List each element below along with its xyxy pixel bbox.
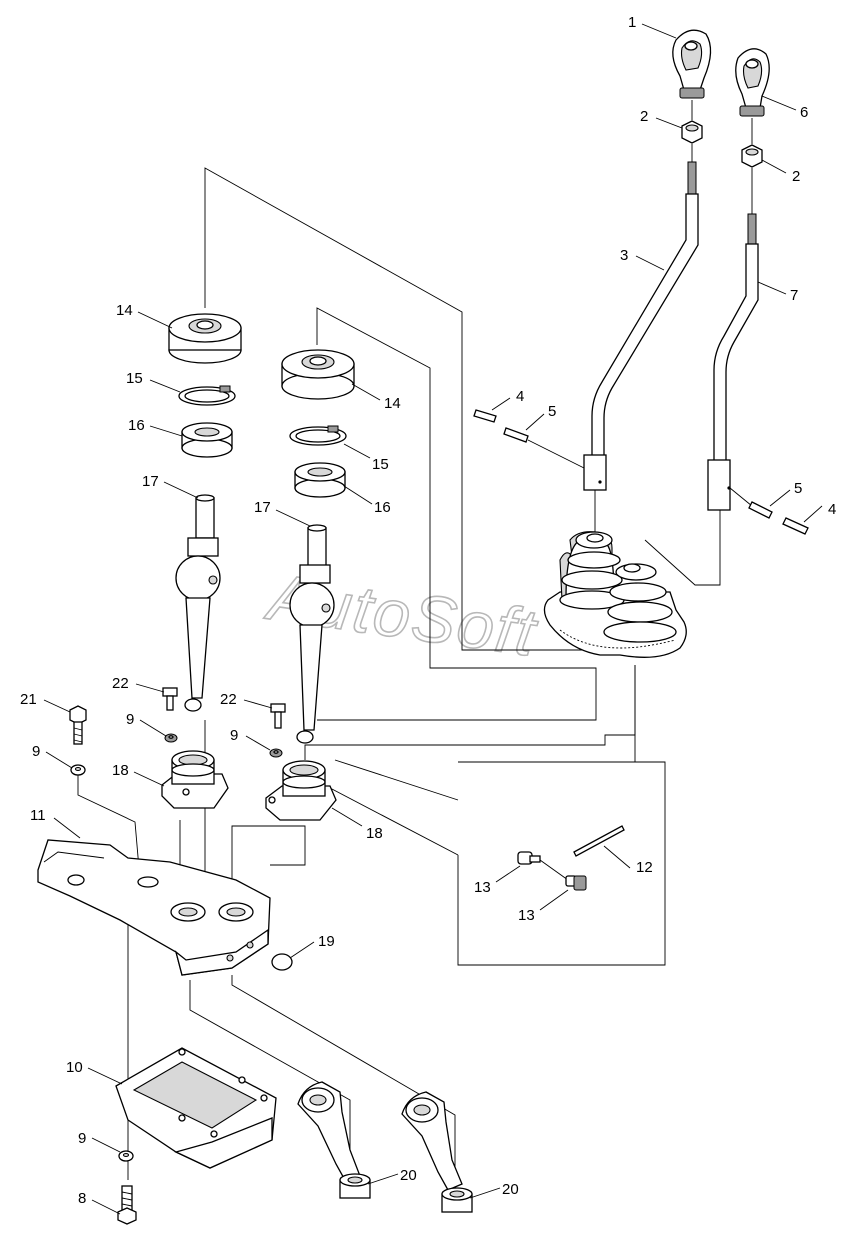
part-2-nut-right	[741, 144, 763, 168]
callout-labels: 1 2 2 3 4 4 5 5 6 7 8 9 9 9 9 10 11 12 1…	[20, 14, 836, 1207]
leader-lines	[43, 23, 823, 1215]
part-11-housing	[37, 839, 271, 976]
callout-18: 18	[112, 762, 129, 779]
callout-20: 20	[400, 1167, 417, 1184]
part-9-washer-d	[118, 1150, 134, 1162]
callout-15: 15	[126, 370, 143, 387]
callout-4: 4	[828, 501, 836, 518]
callout-5: 5	[794, 480, 802, 497]
callout-16: 16	[374, 499, 391, 516]
part-14-bearing-right	[281, 349, 355, 400]
callout-7: 7	[790, 287, 798, 304]
callout-14: 14	[116, 302, 133, 319]
part-18-flange-right	[265, 760, 337, 821]
part-12-rod	[573, 825, 625, 857]
part-16-spacer-right	[294, 462, 346, 498]
callout-9: 9	[126, 711, 134, 728]
part-17-shaft-left	[175, 494, 221, 712]
part-19-plug	[271, 953, 293, 971]
callout-20: 20	[502, 1181, 519, 1198]
callout-8: 8	[78, 1190, 86, 1207]
part-20-lever-right	[401, 1091, 473, 1213]
part-2-nut-left	[681, 120, 703, 144]
callout-2: 2	[792, 168, 800, 185]
callout-14: 14	[384, 395, 401, 412]
callout-19: 19	[318, 933, 335, 950]
callout-4: 4	[516, 388, 524, 405]
assembly-connector-lines	[77, 167, 721, 1180]
part-8-bolt	[117, 1185, 137, 1225]
part-22-bolt-left	[162, 687, 178, 711]
part-17-shaft-right	[289, 524, 335, 744]
callout-21: 21	[20, 691, 37, 708]
part-14-bearing-left	[168, 313, 242, 364]
callout-13: 13	[518, 907, 535, 924]
part-7-lever-right	[707, 118, 759, 511]
part-20-lever-left	[297, 1081, 371, 1199]
part-13-fitting-b	[565, 875, 587, 891]
part-18-flange-left	[161, 750, 229, 809]
part-4-pin-right	[782, 517, 809, 535]
callout-11: 11	[30, 807, 46, 824]
callout-15: 15	[372, 456, 389, 473]
callout-9: 9	[78, 1130, 86, 1147]
part-16-spacer-left	[181, 422, 233, 458]
part-15-circlip-right	[289, 425, 347, 446]
part-5-pin-right	[729, 487, 773, 519]
callout-17: 17	[142, 473, 159, 490]
part-6-knob	[735, 48, 770, 117]
callout-2: 2	[640, 108, 648, 125]
part-22-bolt-right	[270, 703, 286, 729]
callout-9: 9	[230, 727, 238, 744]
part-10-cover	[115, 1047, 277, 1169]
part-9-washer-b	[269, 748, 283, 758]
callout-1: 1	[628, 14, 636, 31]
part-1-knob	[672, 29, 712, 99]
part-15-circlip-left	[178, 385, 236, 406]
callout-10: 10	[66, 1059, 83, 1076]
callout-3: 3	[620, 247, 628, 264]
callout-18: 18	[366, 825, 383, 842]
callout-12: 12	[636, 859, 653, 876]
callout-17: 17	[254, 499, 271, 516]
part-3-lever-left	[583, 100, 699, 491]
part-9-washer-a	[164, 733, 178, 743]
part-5-pin-left	[503, 427, 585, 469]
callout-6: 6	[800, 104, 808, 121]
callout-5: 5	[548, 403, 556, 420]
callout-13: 13	[474, 879, 491, 896]
callout-22: 22	[112, 675, 129, 692]
callout-16: 16	[128, 417, 145, 434]
callout-22: 22	[220, 691, 237, 708]
part-4-pin-left	[473, 409, 497, 423]
rubber-boot-assembly	[543, 531, 687, 658]
callout-9: 9	[32, 743, 40, 760]
part-9-washer-c	[70, 764, 86, 776]
part-21-bolt	[69, 705, 87, 745]
part-13-fitting-a	[517, 851, 569, 881]
